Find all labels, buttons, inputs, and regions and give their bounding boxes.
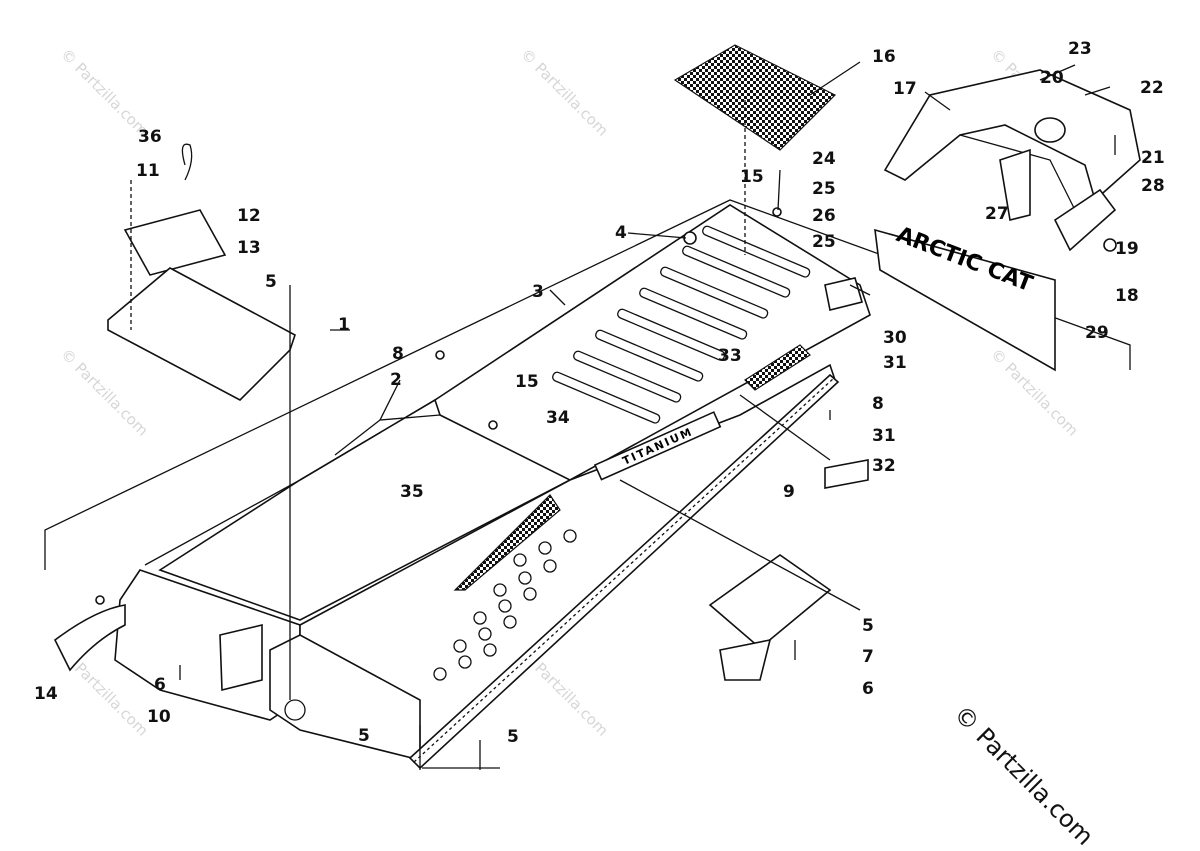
rivet-8 [435,350,445,360]
callout-32: 32 [872,456,896,476]
left-bumper-bracket [53,595,126,672]
callout-5b: 5 [862,616,874,636]
callout-31a: 31 [883,353,907,373]
callout-13: 13 [237,238,261,258]
callout-5d: 5 [507,727,519,747]
callout-6a: 6 [154,675,166,695]
callout-19: 19 [1115,239,1139,259]
callout-33: 33 [718,346,742,366]
callout-36: 36 [138,127,162,147]
right-handle [1053,188,1117,252]
callout-14: 14 [34,684,58,704]
rivet-15b [772,207,782,217]
watermark: © Partzilla.com [517,45,612,140]
rear-bracket-base [719,638,772,681]
watermark: © Partzilla.com [57,345,152,440]
callout-29: 29 [1085,323,1109,343]
rivet-15 [488,420,498,430]
callout-22: 22 [1140,78,1164,98]
side-rivets [284,529,577,721]
callout-16: 16 [872,47,896,67]
callout-20: 20 [1040,68,1064,88]
callout-7: 7 [862,647,874,667]
callout-21: 21 [1141,148,1165,168]
callout-9: 9 [783,482,795,502]
seat-traction-pad [673,44,837,151]
callout-4: 4 [615,223,627,243]
callout-12: 12 [237,206,261,226]
deck-slots [552,225,811,424]
callout-8a: 8 [392,344,404,364]
cover-plate [123,209,227,276]
rear-mesh-vent [744,344,811,391]
callout-26: 26 [812,206,836,226]
callout-6b: 6 [862,679,874,699]
rear-bracket [708,554,832,650]
tunnel-assembly: TITANIUM [114,204,871,762]
running-board-rail [408,373,840,770]
watermark: © Partzilla.com [57,45,152,140]
leader-lines [179,61,1116,770]
callout-15b: 15 [515,372,539,392]
callout-15a: 15 [740,167,764,187]
callout-2: 2 [390,370,402,390]
callout-25b: 25 [812,232,836,252]
callout-10: 10 [147,707,171,727]
callout-25a: 25 [812,179,836,199]
side-mesh-vent [453,494,561,591]
access-plate [219,623,263,692]
callout-1: 1 [338,315,350,335]
callout-24: 24 [812,149,836,169]
callout-5c: 5 [358,726,370,746]
watermark: © Partzilla.com [987,345,1082,440]
hitch-plate-group [107,143,296,401]
strap-bracket [999,148,1031,221]
assembly-bracket-line [44,199,1131,570]
callout-18: 18 [1115,286,1139,306]
callout-35: 35 [400,482,424,502]
exploded-parts-diagram: © Partzilla.com © Partzilla.com © Partzi… [34,39,1165,770]
callout-17: 17 [893,79,917,99]
callout-5a: 5 [265,272,277,292]
callout-34: 34 [546,408,570,428]
callout-30: 30 [883,328,907,348]
flap-nut [1103,238,1117,252]
callout-11: 11 [136,161,160,181]
callout-27: 27 [985,204,1009,224]
callout-8b: 8 [872,394,884,414]
decal-plate [824,459,869,489]
callout-3: 3 [532,282,544,302]
callout-23: 23 [1068,39,1092,59]
callout-labels: 1 2 3 4 5 5 5 5 5 6 6 7 8 8 9 10 11 12 1… [34,39,1165,747]
callout-28: 28 [1141,176,1165,196]
callout-31b: 31 [872,426,896,446]
